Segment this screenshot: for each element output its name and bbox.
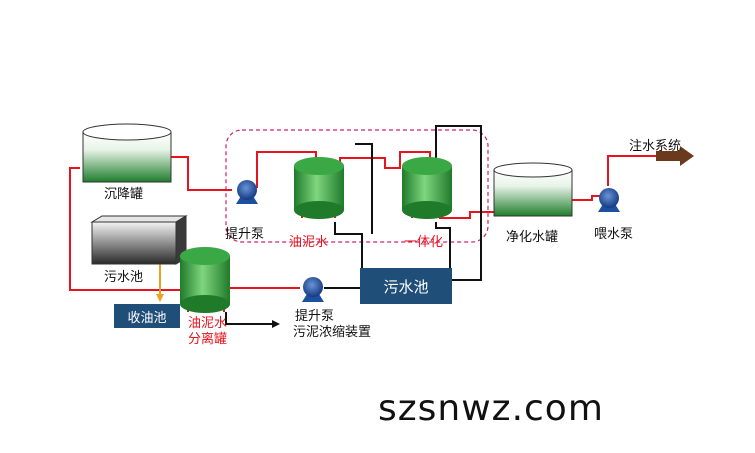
label-injection-system: 注水系统 [629, 139, 682, 154]
lift-pump-2 [302, 277, 324, 302]
settling-tank [82, 123, 172, 183]
label-lift-pump-2: 提升泵 [295, 309, 335, 324]
sewage-pool-box [90, 215, 188, 265]
label-oil-mud-water: 油泥水 [289, 235, 329, 250]
oil-mud-water-tank [294, 157, 344, 219]
process-boundary [225, 129, 489, 243]
lift-pump-1 [236, 180, 258, 204]
injection-arrow [656, 146, 694, 166]
feed-pump [598, 188, 620, 212]
label-sludge-device: 污泥浓缩装置 [293, 325, 372, 340]
label-clean-water-tank: 净化水罐 [506, 230, 559, 245]
red-pipes [69, 151, 658, 291]
arrowhead-sludge [272, 320, 280, 328]
label-feed-pump: 喂水泵 [594, 227, 634, 242]
arrowhead-oil [156, 294, 164, 302]
label-sewage-pool-left: 污水池 [104, 270, 144, 285]
label-oil-collect-pool: 收油池 [114, 304, 180, 328]
label-settling-tank: 沉降罐 [104, 187, 144, 202]
separator-tank [180, 247, 230, 313]
label-separator-line2: 分离罐 [188, 332, 228, 347]
label-integrated: 一体化 [404, 235, 444, 250]
integrated-tank [402, 157, 452, 219]
clean-water-tank [493, 162, 573, 217]
label-sewage-pool-center: 污水池 [360, 268, 452, 304]
label-lift-pump-1: 提升泵 [225, 227, 265, 242]
label-separator-line1: 油泥水 [188, 316, 228, 331]
site-watermark: szsnwz.com [378, 388, 604, 429]
black-pipes [225, 125, 482, 325]
